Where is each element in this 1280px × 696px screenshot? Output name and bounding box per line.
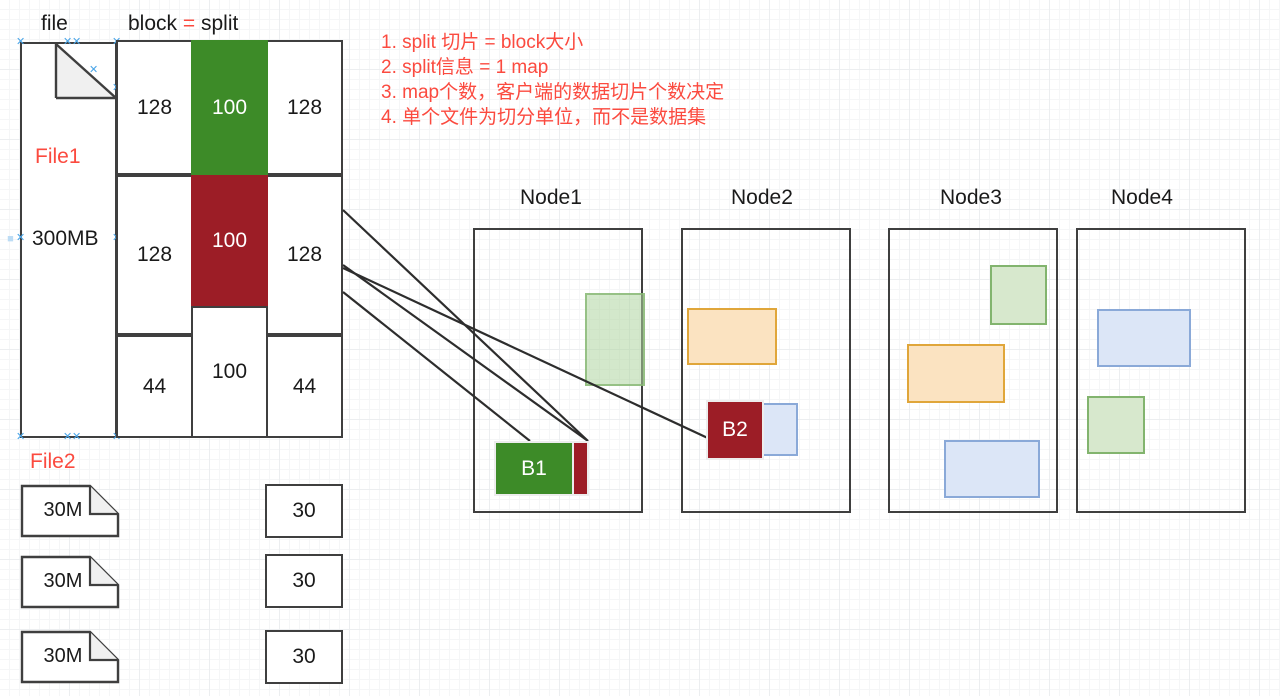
- handle-bottom-left[interactable]: ✕: [16, 431, 26, 443]
- node2-orange-block[interactable]: [687, 308, 777, 365]
- file1-name-label: File1: [35, 145, 81, 168]
- file1-fold-corner-icon: [54, 42, 117, 100]
- file2-split-1-label: 30: [292, 569, 316, 592]
- file1-size-label: 300MB: [32, 227, 99, 250]
- block-header-text: block: [128, 12, 178, 35]
- handle-fold-mid[interactable]: ✕: [89, 64, 99, 76]
- file2-name-label: File2: [30, 450, 76, 473]
- handle-top-left[interactable]: ✕: [16, 36, 26, 48]
- block-right-cell-2[interactable]: 44: [266, 335, 343, 438]
- node1-pale-green-block[interactable]: [585, 293, 645, 386]
- annotation-list: 1. split 切片 = block大小 2. split信息 = 1 map…: [381, 30, 851, 130]
- file2-split-2[interactable]: 30: [265, 630, 343, 684]
- block-left-cell-2-label: 44: [142, 374, 167, 398]
- node2-container[interactable]: [681, 228, 851, 513]
- handle-mid-left[interactable]: ✕: [16, 232, 26, 244]
- file2-doc-2[interactable]: 30M: [20, 630, 120, 684]
- split-cell-0-label: 100: [211, 95, 248, 119]
- node2-title: Node2: [731, 186, 793, 209]
- annotation-item-3: 3. map个数，客户端的数据切片个数决定: [381, 82, 725, 103]
- split-cell-1[interactable]: 100: [191, 175, 268, 306]
- split-cell-1-label: 100: [211, 228, 248, 252]
- handle-top-center-2[interactable]: ✕: [72, 36, 82, 48]
- node3-title: Node3: [940, 186, 1002, 209]
- handle-bottom-center[interactable]: ✕: [63, 431, 73, 443]
- file2-split-0[interactable]: 30: [265, 484, 343, 538]
- equals-sign: =: [182, 12, 196, 35]
- node3-green-block[interactable]: [990, 265, 1047, 325]
- split-cell-2-label: 100: [211, 360, 248, 383]
- file2-split-0-label: 30: [292, 499, 316, 522]
- b2-block[interactable]: B2: [706, 400, 764, 460]
- annotation-item-4: 4. 单个文件为切分单位，而不是数据集: [381, 107, 707, 128]
- block-left-cell-2[interactable]: 44: [116, 335, 193, 438]
- block-left-cell-0-label: 128: [136, 95, 173, 119]
- node4-title: Node4: [1111, 186, 1173, 209]
- block-split-header: block = split: [128, 12, 238, 36]
- handle-top-center[interactable]: ✕: [63, 36, 73, 48]
- handle-mid-left-ghost: ■: [7, 233, 14, 245]
- annotation-item-1: 1. split 切片 = block大小: [381, 32, 584, 53]
- b2-label: B2: [722, 418, 748, 441]
- node4-green-block[interactable]: [1087, 396, 1145, 454]
- file2-doc-0[interactable]: 30M: [20, 484, 120, 538]
- block-right-cell-0-label: 128: [286, 95, 323, 119]
- split-cell-2[interactable]: 100: [191, 306, 268, 438]
- split-cell-0[interactable]: 100: [191, 40, 268, 175]
- handle-bottom-center-2[interactable]: ✕: [72, 431, 82, 443]
- file1-shape[interactable]: [20, 42, 117, 438]
- node3-orange-block[interactable]: [907, 344, 1005, 403]
- annotation-item-2: 2. split信息 = 1 map: [381, 57, 549, 78]
- block-right-cell-0[interactable]: 128: [266, 40, 343, 175]
- node4-container[interactable]: [1076, 228, 1246, 513]
- b1-block[interactable]: B1: [494, 441, 574, 496]
- block-right-cell-2-label: 44: [292, 374, 317, 398]
- split-header-text: split: [200, 12, 239, 35]
- file-column-header: file: [41, 12, 68, 35]
- file2-doc-1[interactable]: 30M: [20, 555, 120, 609]
- file1-body: [20, 42, 117, 438]
- block-left-cell-1-label: 128: [136, 243, 173, 266]
- file2-split-2-label: 30: [292, 645, 316, 668]
- node4-blue-block[interactable]: [1097, 309, 1191, 367]
- block-right-cell-1-label: 128: [286, 243, 323, 266]
- b1-label: B1: [521, 456, 547, 480]
- block-left-cell-1[interactable]: 128: [116, 175, 193, 335]
- node3-container[interactable]: [888, 228, 1058, 513]
- block-right-cell-1[interactable]: 128: [266, 175, 343, 335]
- block-left-cell-0[interactable]: 128: [116, 40, 193, 175]
- file2-split-1[interactable]: 30: [265, 554, 343, 608]
- node1-title: Node1: [520, 186, 582, 209]
- node3-blue-block[interactable]: [944, 440, 1040, 498]
